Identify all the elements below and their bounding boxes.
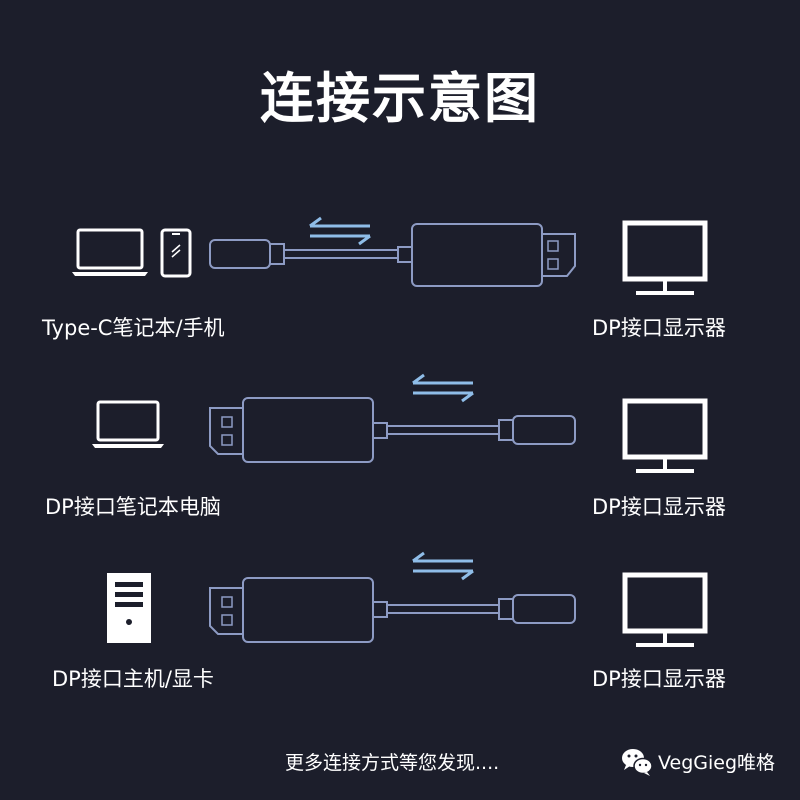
cable-dp-to-typec [209, 373, 576, 463]
phone-icon [160, 228, 192, 278]
monitor-icon [622, 220, 708, 295]
bidirectional-arrow-icon [309, 216, 371, 246]
cable-typec-to-dp [209, 216, 576, 287]
bidirectional-arrow-icon [412, 373, 474, 403]
laptop-icon [92, 400, 164, 448]
page-title: 连接示意图 [260, 67, 540, 130]
monitor-icon [622, 572, 708, 647]
monitor-icon [622, 398, 708, 473]
target-label-row2: DP接口显示器 [592, 495, 726, 519]
source-label-row1: Type-C笔记本/手机 [42, 316, 225, 340]
source-label-row2: DP接口笔记本电脑 [45, 495, 221, 519]
displayport-plug-icon [209, 577, 374, 643]
cable-dp-to-typec [209, 551, 576, 643]
usb-c-plug-icon [498, 415, 576, 445]
usb-c-plug-icon [209, 239, 285, 269]
source-label-row3: DP接口主机/显卡 [52, 667, 214, 691]
brand-name: VegGieg唯格 [658, 752, 776, 774]
usb-c-plug-icon [498, 594, 576, 624]
displayport-plug-icon [411, 223, 576, 287]
target-label-row3: DP接口显示器 [592, 667, 726, 691]
target-label-row1: DP接口显示器 [592, 316, 726, 340]
footer-text: 更多连接方式等您发现.... [285, 752, 500, 774]
wechat-icon [622, 749, 653, 776]
desktop-tower-icon [107, 573, 151, 643]
laptop-icon [72, 228, 148, 276]
displayport-plug-icon [209, 397, 374, 463]
bidirectional-arrow-icon [412, 551, 474, 581]
